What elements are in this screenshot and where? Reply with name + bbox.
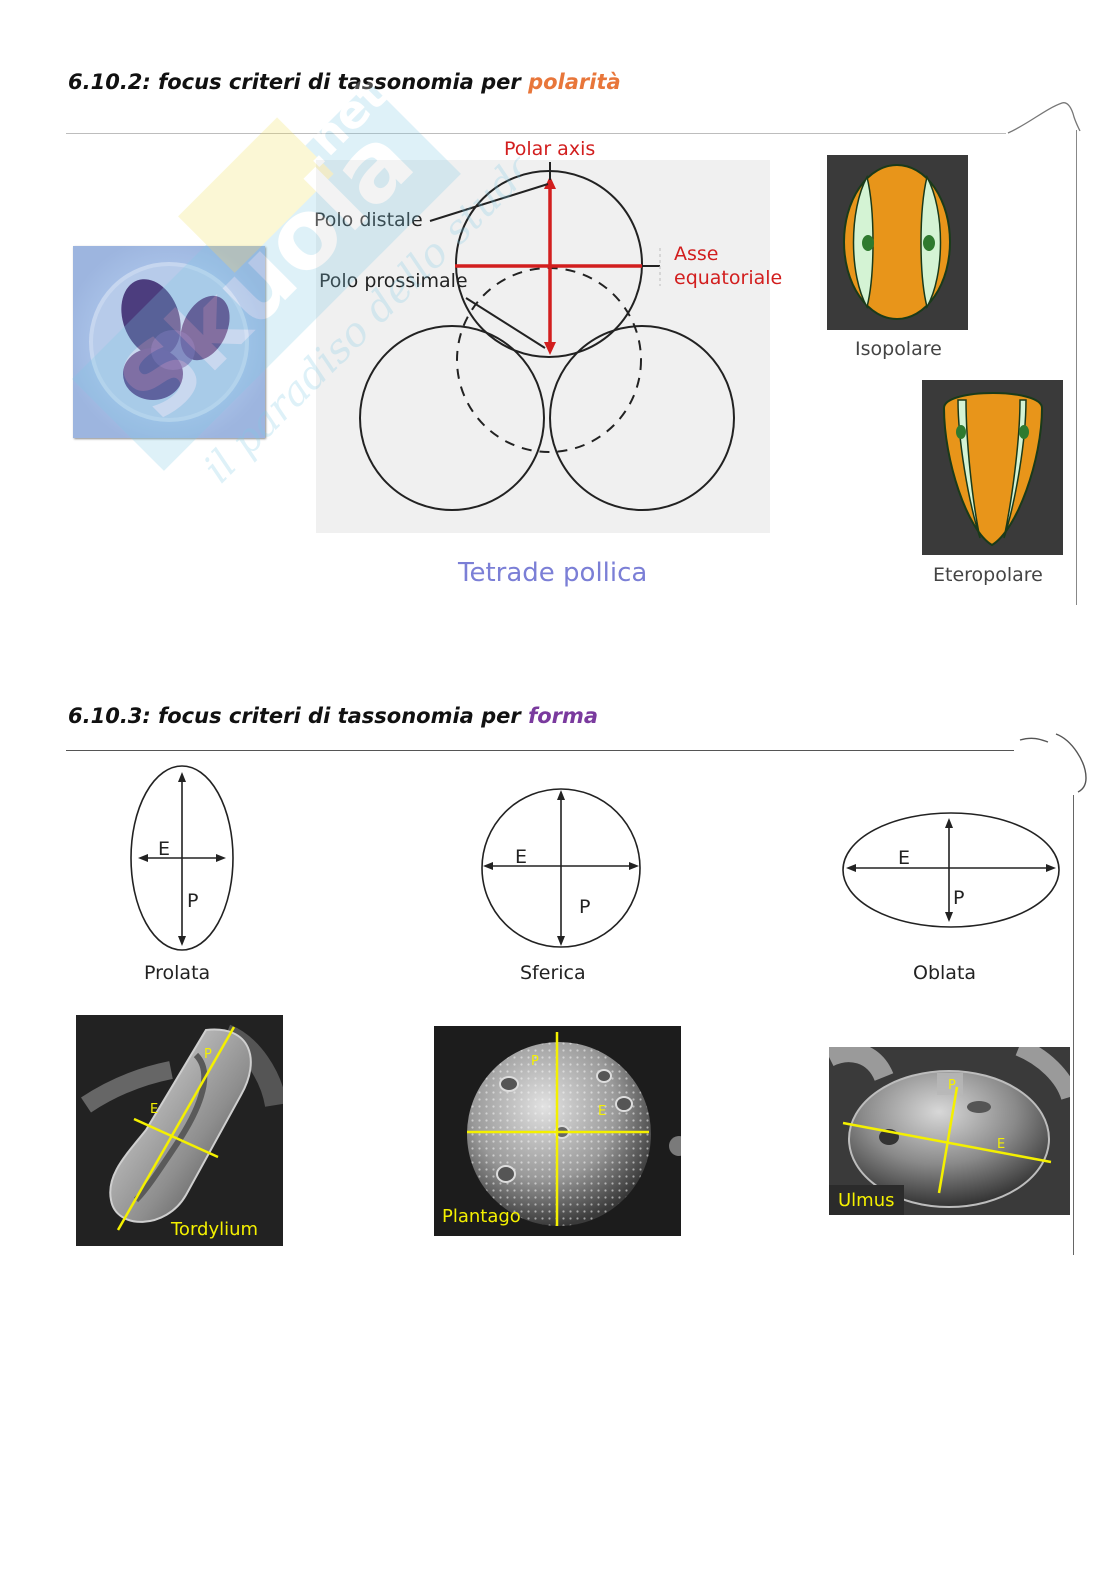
- tetrade-caption: Tetrade pollica: [458, 558, 647, 588]
- section-divider: [66, 750, 1014, 751]
- page-curl-decoration: [1000, 95, 1100, 155]
- prolata-shape-diagram: [120, 760, 250, 960]
- prolata-e-label: E: [158, 838, 170, 860]
- tordylium-p-label: P: [204, 1047, 212, 1062]
- oblata-shape-diagram: [838, 810, 1068, 935]
- oblata-caption: Oblata: [913, 962, 976, 984]
- sferica-caption: Sferica: [520, 962, 586, 984]
- asse-equatoriale-label-line1: Asse: [674, 243, 719, 265]
- asse-equatoriale-label-line2: equatoriale: [674, 267, 782, 289]
- tordylium-micrograph: [76, 1015, 283, 1246]
- prolata-p-label: P: [187, 890, 198, 912]
- isopolare-label: Isopolare: [855, 338, 942, 360]
- page-curl-decoration: [1014, 726, 1104, 801]
- heading-highlight: forma: [528, 704, 598, 728]
- oblata-e-label: E: [898, 847, 910, 869]
- polar-axis-label: Polar axis: [504, 138, 595, 160]
- heading-highlight: polarità: [528, 70, 621, 94]
- section-divider: [66, 133, 1006, 134]
- tetrad-grain-left: [360, 326, 544, 510]
- section-heading-shape: 6.10.3: focus criteri di tassonomia per …: [68, 704, 598, 728]
- oblata-p-label: P: [953, 887, 964, 909]
- sferica-p-label: P: [579, 896, 590, 918]
- plantago-micrograph: [434, 1026, 681, 1236]
- tordylium-genus-label: Tordylium: [171, 1219, 258, 1240]
- plantago-genus-label: Plantago: [442, 1206, 521, 1227]
- tetrad-grain-right: [550, 326, 734, 510]
- plantago-e-label: E: [598, 1104, 606, 1119]
- heading-prefix: 6.10.3: focus criteri di tassonomia per: [68, 704, 528, 728]
- tordylium-e-label: E: [150, 1102, 158, 1117]
- eteropolare-illustration: [922, 380, 1063, 555]
- plantago-p-label: P: [531, 1054, 539, 1069]
- isopolare-illustration: [827, 155, 968, 330]
- ulmus-genus-label: Ulmus: [838, 1190, 895, 1211]
- prolata-caption: Prolata: [144, 962, 210, 984]
- polo-prossimale-label: Polo prossimale: [319, 270, 468, 292]
- section-heading-polarity: 6.10.2: focus criteri di tassonomia per …: [68, 70, 621, 94]
- sferica-shape-diagram: [475, 780, 650, 960]
- right-margin-line: [1073, 795, 1074, 1255]
- ulmus-p-label: P: [948, 1078, 956, 1093]
- right-margin-line: [1076, 130, 1077, 605]
- tetrad-micrograph-photo: [73, 246, 265, 438]
- ulmus-e-label: E: [997, 1137, 1005, 1152]
- sferica-e-label: E: [515, 846, 527, 868]
- heading-prefix: 6.10.2: focus criteri di tassonomia per: [68, 70, 528, 94]
- polo-distale-label: Polo distale: [314, 209, 423, 231]
- eteropolare-label: Eteropolare: [933, 564, 1043, 586]
